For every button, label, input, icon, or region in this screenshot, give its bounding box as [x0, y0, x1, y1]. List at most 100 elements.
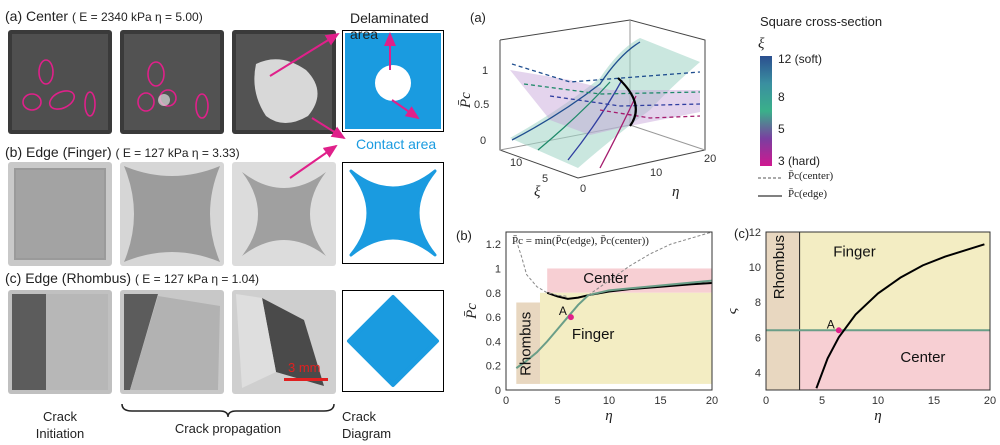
row-b-label: (b) Edge (Finger) ( E = 127 kPa η = 3.33… — [5, 144, 240, 160]
diagram-center — [342, 30, 444, 132]
row-b-tag: (b) — [5, 144, 23, 160]
chart-c-y-tick-2: 8 — [755, 297, 761, 309]
curve-3d-2 — [537, 81, 611, 151]
annotation-arrows — [269, 32, 420, 179]
chart-c-series-0 — [815, 243, 985, 389]
eta-tick-0: 0 — [580, 183, 586, 195]
chart-c-finger-label: Finger — [833, 244, 876, 261]
dash-3d-2 — [523, 83, 701, 95]
chart-b-point-a-label: A — [559, 304, 567, 318]
chart-c-x-tick-3: 15 — [928, 395, 940, 407]
curve-3d-1 — [511, 41, 641, 141]
eta-tick-1: 10 — [650, 167, 662, 179]
caption-diagram-line2: Diagram — [342, 426, 392, 441]
row-c-tag: (c) — [5, 270, 22, 286]
delaminated-area-label: Delaminated area — [350, 10, 429, 42]
colorbar-label: ξ — [758, 36, 765, 52]
chart-c-y-tick-0: 4 — [755, 367, 761, 379]
curve-3d-4 — [599, 95, 637, 169]
row-c-label: (c) Edge (Rhombus) ( E = 127 kPa η = 1.0… — [5, 270, 259, 286]
chart-b-rhombus-label: Rhombus — [518, 312, 535, 376]
chart-c-point-a-label: A — [827, 317, 835, 331]
xi-axis-label: ξ — [534, 184, 541, 200]
chart-b-x-tick-2: 10 — [603, 395, 615, 407]
chart-c-y-tick-3: 10 — [749, 262, 761, 274]
chart-c-y-label: ξ — [730, 307, 740, 314]
chart-b-center-label: Center — [583, 270, 628, 287]
colorbar-tick-3: 3 (hard) — [778, 154, 821, 168]
row-b-params: ( E = 127 kPa η = 3.33) — [115, 146, 240, 160]
row-c-params: ( E = 127 kPa η = 1.04) — [134, 272, 260, 286]
boundary-3d — [617, 77, 637, 127]
chart-c-x-label: η — [874, 408, 881, 424]
photo-panel: (a) Center ( E = 2340 kPa η = 5.00) (b) … — [0, 0, 444, 445]
row-b-mode: Edge (Finger) — [26, 144, 112, 160]
colorbar-tick-0: 12 (soft) — [778, 52, 823, 66]
eta-tick-2: 20 — [704, 153, 716, 165]
chart-b-finger-label: Finger — [572, 326, 615, 343]
chart-b-y-tick-0: 0 — [495, 385, 501, 397]
chart-c-x-tick-1: 5 — [819, 395, 825, 407]
chart-c-x-tick-2: 10 — [872, 395, 884, 407]
xi-tick-1: 5 — [542, 173, 548, 185]
caption-diagram: Crack Diagram — [342, 408, 402, 442]
caption-initiation: Crack Initiation — [8, 408, 112, 442]
photo-finger-propagation-2 — [232, 162, 336, 266]
legend-title: Square cross-section — [760, 14, 883, 29]
chart-c-y-tick-1: 6 — [755, 332, 761, 344]
row-a-mode: Center — [26, 8, 69, 24]
chart-b-y-label: P̄c — [464, 303, 480, 320]
chart-b-y-tick-6: 1.2 — [486, 239, 501, 251]
photo-center-initiation — [8, 30, 112, 134]
chart-c-center-label: Center — [900, 349, 945, 366]
chart-b-series-2 — [515, 240, 568, 297]
chart-b-y-tick-2: 0.4 — [486, 336, 501, 348]
chart-b-region-2 — [539, 292, 712, 384]
eta-axis-label: η — [672, 184, 679, 200]
z-tick-2: 1 — [482, 65, 488, 77]
chart-c-region-2 — [799, 330, 990, 390]
chart-b-plot-frame — [505, 231, 713, 391]
photo-finger-initiation — [8, 162, 112, 266]
diagram-finger — [342, 162, 444, 264]
photo-center-propagation-1 — [120, 30, 224, 134]
dash-3d-4 — [599, 109, 701, 119]
diagram-rhombus — [342, 290, 444, 392]
photo-rhombus-initiation — [8, 290, 112, 394]
chart-b-series-1 — [515, 279, 713, 369]
chart-c-tag: (c) — [734, 226, 749, 241]
dash-3d-1 — [511, 63, 701, 83]
chart-b-tag: (b) — [456, 228, 472, 243]
photo-rhombus-propagation-2: 3 mm — [232, 290, 336, 394]
legend-edge: P̄c(edge) — [788, 188, 828, 200]
colorbar-tick-2: 5 — [778, 122, 785, 136]
caption-initiation-line1: Crack — [43, 409, 77, 424]
chart-c-region-0 — [766, 232, 800, 390]
z-tick-1: 0.5 — [474, 99, 489, 111]
chart-b-x-tick-0: 0 — [503, 395, 509, 407]
panel-3d-tag: (a) — [470, 10, 486, 25]
chart-b-y-tick-1: 0.2 — [486, 361, 501, 373]
chart-b-point-a — [567, 314, 574, 321]
chart-c-x-tick-0: 0 — [763, 395, 769, 407]
caption-diagram-line1: Crack — [342, 409, 376, 424]
chart-c-rhombus-label: Rhombus — [771, 235, 788, 299]
row-a-label: (a) Center ( E = 2340 kPa η = 5.00) — [5, 8, 203, 24]
chart-b-x-tick-1: 5 — [554, 395, 560, 407]
legend-panel: Square cross-section ξ 12 (soft) 8 5 3 (… — [752, 8, 996, 208]
legend-center: P̄c(center) — [788, 170, 834, 182]
colorbar-tick-1: 8 — [778, 90, 785, 104]
surface-soft — [510, 38, 700, 168]
row-a-params: ( E = 2340 kPa η = 5.00) — [71, 10, 203, 24]
contact-area-label: Contact area — [356, 136, 437, 152]
chart-b-y-tick-3: 0.6 — [486, 312, 501, 324]
scale-bar — [284, 378, 328, 381]
chart-c-x-tick-4: 20 — [984, 395, 996, 407]
caption-propagation: Crack propagation — [174, 421, 282, 436]
chart-b-formula: P̄c = min(P̄c(edge), P̄c(center)) — [512, 235, 649, 247]
legend-line-samples — [758, 177, 782, 197]
row-c-mode: Edge (Rhombus) — [25, 270, 132, 286]
dash-3d-3 — [549, 95, 701, 107]
